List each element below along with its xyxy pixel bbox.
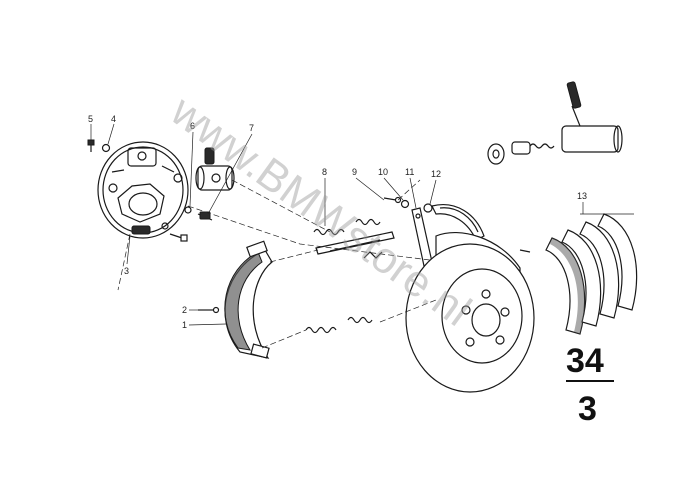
brake-backing-plate xyxy=(97,141,189,239)
backing-plate-bolt xyxy=(169,233,188,242)
callout-12: 12 xyxy=(431,169,441,179)
callout-6: 6 xyxy=(190,121,195,131)
callout-4: 4 xyxy=(111,114,116,124)
hold-down-pin-part-2 xyxy=(198,306,220,314)
callout-labels: 5 4 6 7 3 2 1 8 9 10 11 12 13 xyxy=(88,114,587,330)
washer-part-6 xyxy=(184,206,192,214)
group-number: 34 3 xyxy=(566,342,614,428)
wheel-cylinder xyxy=(195,147,235,191)
group-number-top: 34 xyxy=(566,342,604,380)
washer-part-10 xyxy=(400,199,410,209)
bolt-part-5 xyxy=(87,139,95,152)
callout-7: 7 xyxy=(249,123,254,133)
nut-part-4 xyxy=(101,143,111,153)
return-spring-upper xyxy=(313,218,381,236)
assembly-lines xyxy=(117,179,437,349)
callout-11: 11 xyxy=(405,167,414,177)
callout-9: 9 xyxy=(352,167,357,177)
brake-drum xyxy=(405,232,535,393)
leader-lines xyxy=(90,123,584,326)
return-spring-lower xyxy=(305,316,373,334)
callout-2: 2 xyxy=(182,305,187,315)
brake-shoe-set xyxy=(545,213,638,335)
callout-13: 13 xyxy=(577,191,587,201)
group-number-bottom: 3 xyxy=(578,390,597,428)
brake-shoe xyxy=(224,240,273,359)
callout-10: 10 xyxy=(378,167,388,177)
callout-1: 1 xyxy=(182,320,187,330)
clip-part-12 xyxy=(423,203,433,213)
callout-3: 3 xyxy=(124,266,129,276)
small-clip xyxy=(363,251,383,259)
callout-5: 5 xyxy=(88,114,93,124)
callout-8: 8 xyxy=(322,167,327,177)
shoe-set-pin xyxy=(519,249,531,253)
wheel-cylinder-exploded xyxy=(487,81,623,165)
watermark: www.BMWstore.nl xyxy=(161,86,479,336)
